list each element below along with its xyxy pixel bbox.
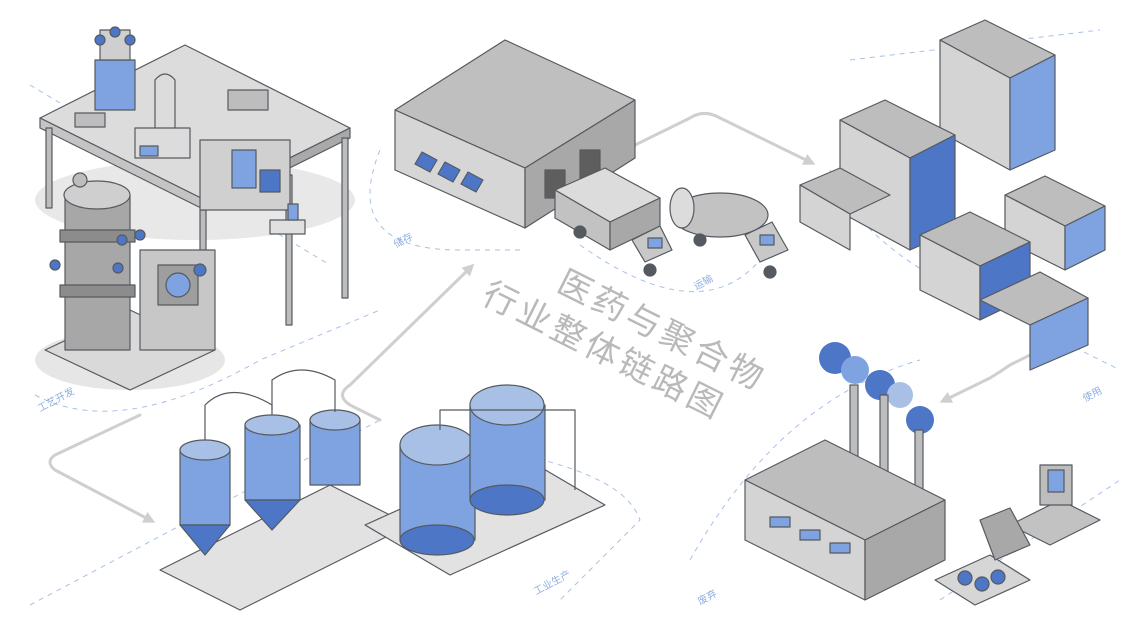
flow-arrows	[48, 111, 1052, 523]
factory-illustration	[744, 342, 946, 601]
warehouse-illustration	[394, 39, 636, 229]
fermenter-tanks-illustration	[159, 369, 411, 611]
stage-label-disposal: 废弃	[695, 587, 719, 608]
stage-label-usage: 使用	[1080, 384, 1104, 405]
stage-label-storage: 储存	[391, 230, 415, 251]
flow-arrow-industrial-to-storage	[341, 263, 475, 422]
storage-vessels-illustration	[364, 384, 606, 576]
stage-label-process-dev: 工艺开发	[35, 384, 76, 414]
flow-arrow-storage-to-usage	[633, 111, 816, 165]
box-truck-illustration	[554, 167, 673, 277]
city-buildings-illustration	[799, 19, 1106, 371]
pilot-reactor-illustration	[35, 172, 225, 391]
flow-arrow-usage-to-disposal	[939, 343, 1052, 403]
stage-label-industrial: 工业生产	[531, 567, 572, 597]
tanker-truck-illustration	[669, 187, 789, 279]
flow-arrow-process-to-industrial	[48, 413, 156, 523]
bulldozer-illustration	[934, 464, 1101, 606]
lab-bench-illustration	[35, 26, 355, 331]
